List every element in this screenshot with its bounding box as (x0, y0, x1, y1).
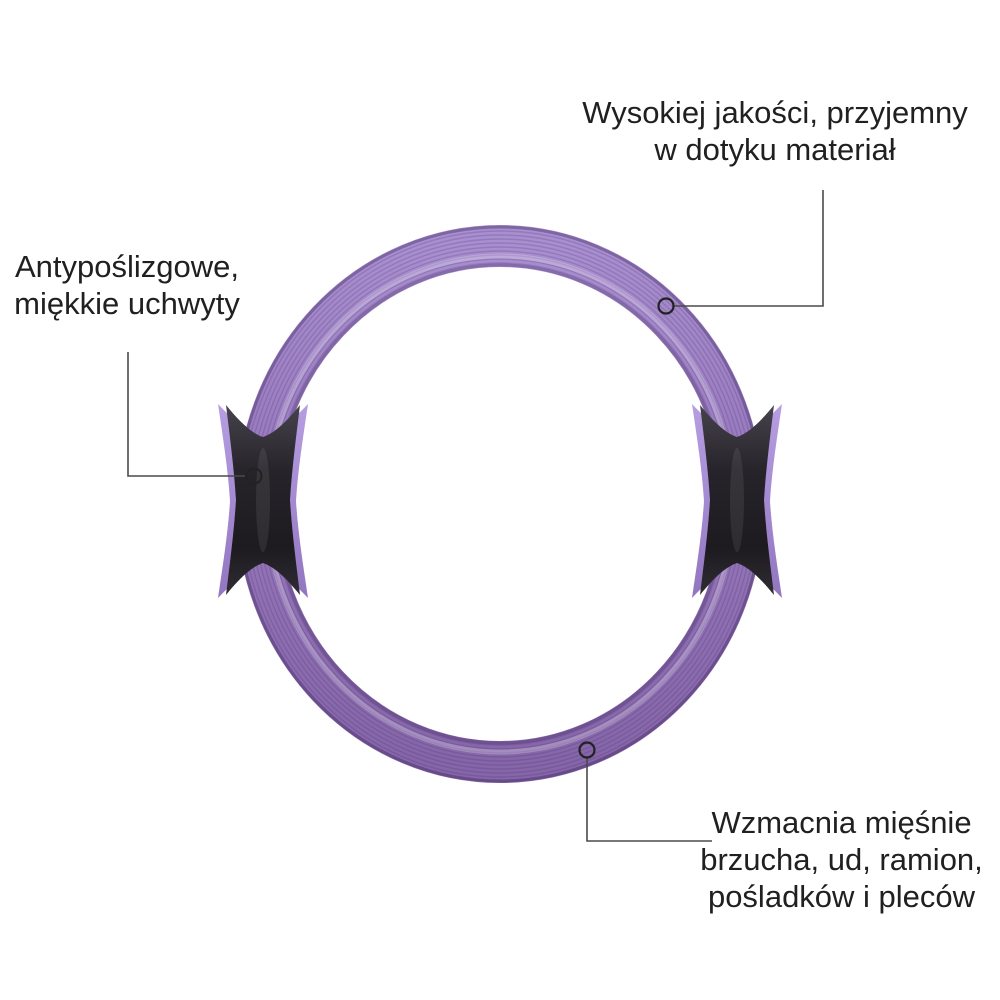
right-handle-grip (700, 405, 774, 595)
annotation-grips-line2: miękkie uchwyty (14, 286, 240, 321)
annotation-grips: Antypoślizgowe, miękkie uchwyty (6, 248, 248, 322)
annotation-benefits-line2: brzucha, ud, ramion, (700, 842, 983, 877)
left-handle-grip (226, 405, 300, 595)
callout-connectors (127, 190, 824, 842)
ring-tube (236, 225, 764, 783)
annotation-material: Wysokiej jakości, przyjemny w dotyku mat… (545, 94, 1000, 168)
annotation-grips-line1: Antypoślizgowe, (14, 249, 239, 284)
callout-marker-benefits (578, 741, 596, 759)
callout-line-material (674, 190, 824, 307)
callout-marker-grips (245, 467, 263, 485)
annotation-benefits: Wzmacnia mięśnie brzucha, ud, ramion, po… (683, 804, 1000, 915)
callout-line-grips (127, 352, 245, 477)
callout-line-benefits (586, 758, 712, 842)
callout-marker-material (657, 297, 675, 315)
annotation-benefits-line3: pośladków i pleców (707, 879, 976, 914)
annotation-benefits-line1: Wzmacnia mięśnie (711, 805, 972, 840)
annotation-material-line1: Wysokiej jakości, przyjemny (582, 95, 968, 130)
annotation-material-line2: w dotyku materiał (654, 132, 896, 167)
